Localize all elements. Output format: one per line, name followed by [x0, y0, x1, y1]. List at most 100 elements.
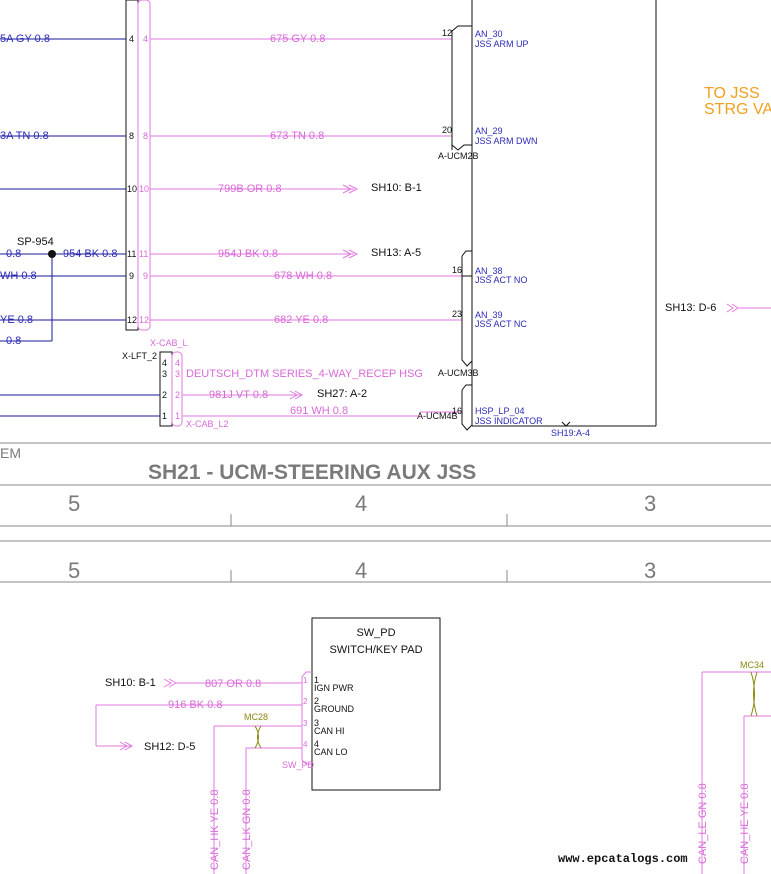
sw-pin: 1	[314, 675, 319, 685]
strg-va-label: STRG VA	[704, 101, 771, 118]
wire-691-label: 691 WH 0.8	[290, 405, 348, 417]
can-he-label: CAN_HE YE 0.8	[739, 783, 751, 864]
ucm-sig-name: JSS ACT NC	[475, 319, 527, 329]
sw-pin-name: CAN LO	[314, 747, 348, 757]
xcab-pin: 2	[162, 390, 167, 400]
ucm-pin: 12	[442, 28, 452, 38]
watermark: www.epcatalogs.com	[558, 852, 688, 866]
can-hk-label: CAN_HK YE 0.8	[209, 789, 221, 870]
grid-number: 4	[355, 491, 367, 516]
xcab-pin: 4	[162, 358, 167, 368]
wire-981-label: 981J VT 0.8	[209, 389, 268, 401]
ucm-sig-name: JSS ACT NO	[475, 275, 527, 285]
xcab-pin: 1	[175, 411, 180, 421]
grid-number: 3	[644, 491, 656, 516]
wire-916-ref: SH12: D-5	[144, 741, 195, 753]
xcab-top-label: X-CAB_L	[150, 338, 188, 348]
sw-pd-name: SW_PD	[356, 627, 395, 639]
wire-954-left-label: 0.8	[6, 248, 21, 260]
ucm-sig-name: JSS ARM DWN	[475, 136, 538, 146]
sw-pd-desc: SWITCH/KEY PAD	[329, 644, 422, 656]
ucm-sig: AN_39	[475, 310, 503, 320]
ucm-pin: 20	[442, 125, 452, 135]
xcab-pin: 2	[175, 390, 180, 400]
xcab-pin: 3	[175, 369, 180, 379]
sw-pin-outer: 4	[303, 740, 308, 749]
arrow-icon	[119, 741, 134, 751]
deutsch-label: DEUTSCH_DTM SERIES_4-WAY_RECEP HSG	[186, 368, 423, 380]
arrow-icon	[342, 249, 359, 259]
ucm-pin: 16	[452, 265, 462, 275]
ucm-sig: AN_29	[475, 126, 503, 136]
pin-left: 11	[127, 249, 136, 259]
pin-left: 8	[129, 131, 134, 141]
pin-right: 8	[143, 131, 148, 141]
sw-pin-name: GROUND	[314, 704, 354, 714]
xcab-bottom-label: X-CAB_L2	[186, 419, 229, 429]
pin-right: 11	[139, 249, 148, 259]
sw-pin-name: CAN HI	[314, 726, 345, 736]
sw-pin-outer: 1	[303, 676, 308, 685]
wire-bottom-left-label: 0.8	[6, 335, 21, 347]
twist-icon	[254, 725, 262, 749]
connector-body-right	[137, 0, 151, 331]
pin-right: 10	[139, 184, 149, 194]
wire-678-label: 678 WH 0.8	[274, 270, 332, 282]
arrow-icon	[342, 184, 359, 194]
wire-954-label: 954 BK 0.8	[63, 248, 117, 260]
mc34-label: MC34	[740, 660, 764, 670]
sh19-ref: SH19:A-4	[551, 428, 590, 438]
xcab-pin: 3	[162, 369, 167, 379]
wire-807-ref: SH10: B-1	[105, 677, 156, 689]
grid-number: 5	[68, 491, 80, 516]
ucm4b-label: A-UCM4B	[417, 411, 458, 421]
wire-799-label: 799B OR 0.8	[218, 183, 282, 195]
ucm-pin: 23	[452, 309, 462, 319]
sw-pin-name: IGN PWR	[314, 683, 354, 693]
pin-right: 4	[143, 34, 148, 44]
sw-pd-box	[311, 617, 441, 791]
sw-pin: 2	[314, 696, 319, 706]
sw-pin: 3	[314, 718, 319, 728]
arrow-icon	[163, 678, 178, 688]
grid-number: 5	[68, 558, 80, 583]
wire-675-label: 675 GY 0.8	[270, 33, 325, 45]
can-le-label: CAN_LE GN 0.8	[697, 783, 709, 864]
splice-label: SP-954	[17, 236, 54, 248]
pin-left: 4	[129, 34, 134, 44]
can-lk-label: CAN_LK GN 0.8	[241, 789, 253, 870]
xcab-pin: 4	[175, 358, 180, 368]
pin-right: 12	[139, 315, 149, 325]
arrow-icon	[289, 390, 304, 400]
to-jss-label: TO JSS	[704, 85, 760, 102]
ucm2b-label: A-UCM2B	[438, 151, 479, 161]
wire-673-left-label: 3A TN 0.8	[0, 130, 49, 142]
pin-right: 9	[143, 271, 148, 281]
sh13-d6-ref: SH13: D-6	[665, 302, 716, 314]
arrow-icon	[726, 303, 739, 313]
sw-pin-outer: 2	[303, 697, 308, 706]
page-title: SH21 - UCM-STEERING AUX JSS	[148, 461, 476, 484]
grid-number: 4	[355, 558, 367, 583]
ucm-sig: AN_38	[475, 266, 503, 276]
ucm-sig-name: JSS ARM UP	[475, 39, 529, 49]
left-cut-label: EM	[0, 445, 21, 461]
sw-pin: 4	[314, 739, 319, 749]
splice-dot	[48, 250, 56, 258]
ucm-sig: HSP_LP_04	[475, 406, 525, 416]
mc28-label: MC28	[244, 712, 268, 722]
sw-pin-outer: 3	[303, 719, 308, 728]
wire-981-ref: SH27: A-2	[317, 388, 367, 400]
wire-954j-label: 954J BK 0.8	[218, 248, 278, 260]
wire-799-ref: SH10: B-1	[371, 182, 422, 194]
wire-916-label: 916 BK 0.8	[168, 699, 222, 711]
pin-left: 12	[127, 315, 137, 325]
wire-678-left-label: WH 0.8	[0, 270, 37, 282]
ucm3b-label: A-UCM3B	[438, 368, 479, 378]
wire-673-label: 673 TN 0.8	[270, 130, 324, 142]
wire-682-label: 682 YE 0.8	[274, 314, 328, 326]
twist-icon	[750, 671, 758, 717]
pin-left: 10	[127, 184, 137, 194]
wire-954j-ref: SH13: A-5	[371, 247, 421, 259]
